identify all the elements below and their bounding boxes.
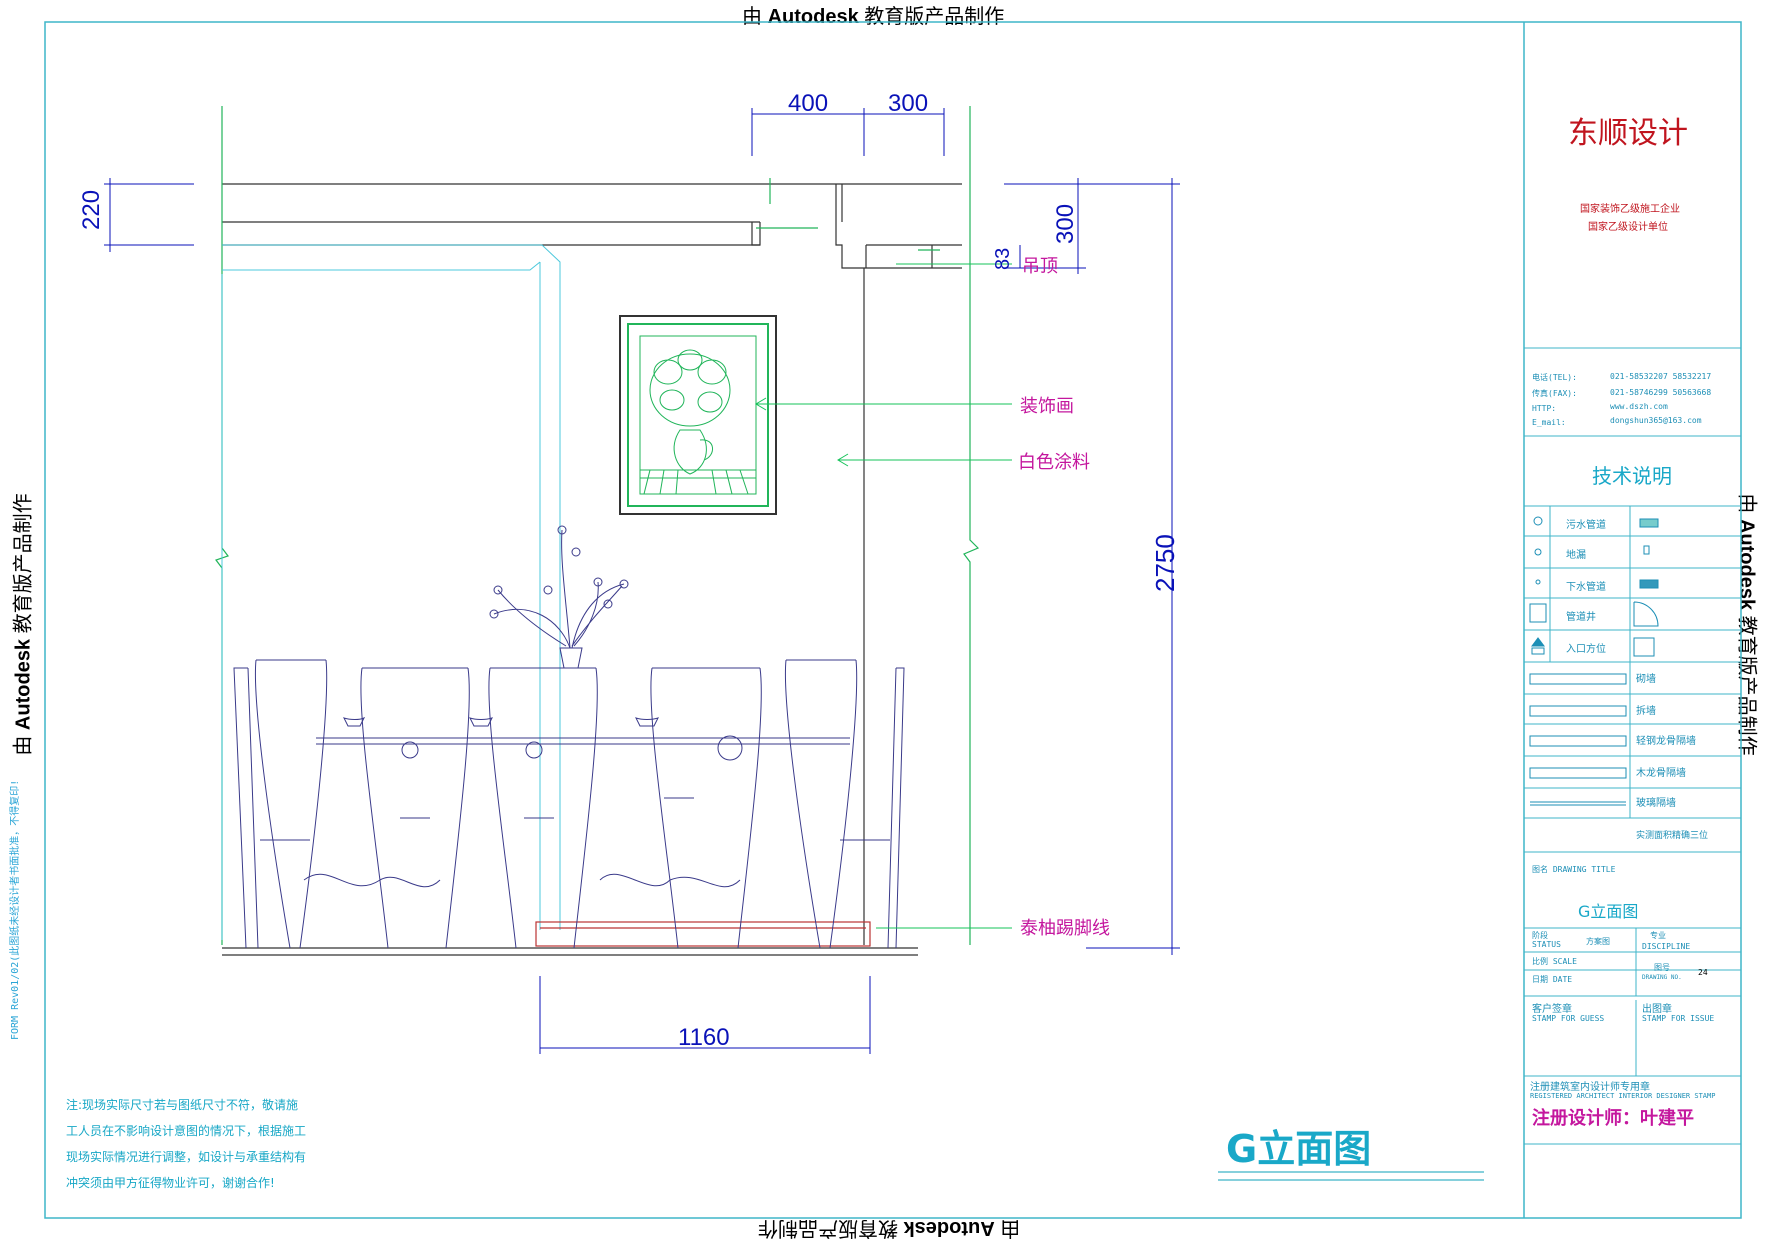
date-label: 日期 DATE <box>1532 975 1573 984</box>
dimension-2750: 2750 <box>1150 534 1180 592</box>
note-line-4: 冲突须由甲方征得物业许可，谢谢合作! <box>66 1176 275 1190</box>
contact-http-value: www.dszh.com <box>1610 402 1668 411</box>
callout-ceiling: 吊顶 <box>1022 256 1058 277</box>
legend-swatches <box>1529 516 1659 806</box>
dimension-300-top: 300 <box>888 90 929 117</box>
contact-email-label: E_mail: <box>1532 418 1566 427</box>
dimension-300-right: 300 <box>1052 203 1079 244</box>
status-label: 阶段 <box>1532 931 1548 940</box>
contact-fax-value: 021-58746299 50563668 <box>1610 388 1712 397</box>
registered-stamp-en: REGISTERED ARCHITECT INTERIOR DESIGNER S… <box>1530 1092 1716 1100</box>
callout-painting: 装饰画 <box>1020 396 1074 417</box>
drawing-name: G立面图 <box>1578 902 1639 921</box>
wall-new: 砌墙 <box>1636 674 1656 685</box>
legend-entrance: 入口方位 <box>1566 644 1606 655</box>
site-note: 注:现场实际尺寸若与图纸尺寸不符，敬请施 工人员在不影响设计意图的情况下，根据施… <box>66 1092 366 1196</box>
drawing-number: 24 <box>1698 968 1708 977</box>
client-stamp-label: 客户签章 <box>1532 1004 1572 1015</box>
scale-label: 比例 SCALE <box>1532 957 1577 966</box>
contact-tel-value: 021-58532207 58532217 <box>1610 372 1712 381</box>
wall-steel-stud: 轻钢龙骨隔墙 <box>1636 736 1696 747</box>
ceiling-beam <box>222 183 962 945</box>
dimension-83: 83 <box>992 247 1014 270</box>
contact-fax-label: 传真(FAX): <box>1532 389 1577 398</box>
qualification-2: 国家乙级设计单位 <box>1588 222 1668 233</box>
note-line-2: 工人员在不影响设计意图的情况下，根据施工 <box>66 1124 307 1138</box>
reference-lines <box>221 244 561 940</box>
wall-demolish: 拆墙 <box>1636 706 1656 717</box>
contact-http-label: HTTP: <box>1532 404 1557 413</box>
company-name: 东顺设计 <box>1568 116 1688 151</box>
legend-drain-pipe: 下水管道 <box>1566 582 1606 593</box>
issue-stamp-en: STAMP FOR ISSUE <box>1642 1014 1715 1023</box>
note-line-1: 注:现场实际尺寸若与图纸尺寸不符，敬请施 <box>66 1098 299 1112</box>
client-stamp-en: STAMP FOR GUESS <box>1532 1014 1605 1023</box>
status-en: STATUS <box>1532 940 1561 949</box>
legend-sewage: 污水管道 <box>1566 520 1606 531</box>
qualification-1: 国家装饰乙级施工企业 <box>1580 204 1680 215</box>
drawing-title: G立面图 <box>1226 1127 1372 1171</box>
status-value: 方案图 <box>1586 937 1610 946</box>
wall-glass: 玻璃隔墙 <box>1636 798 1676 809</box>
decorative-painting <box>619 315 777 515</box>
tech-notes-title: 技术说明 <box>1592 464 1672 488</box>
sheet-border <box>44 21 1742 1219</box>
callout-white-paint: 白色涂料 <box>1018 452 1090 473</box>
legend-pipe-shaft: 管道井 <box>1566 612 1596 623</box>
discipline-en: DISCIPLINE <box>1642 942 1691 951</box>
registered-stamp-label: 注册建筑室内设计师专用章 <box>1530 1082 1650 1093</box>
dimension-lines <box>104 108 1180 1054</box>
wall-wood-stud: 木龙骨隔墙 <box>1636 768 1686 779</box>
note-line-3: 现场实际情况进行调整，如设计与承重结构有 <box>66 1150 307 1164</box>
dimension-220: 220 <box>78 189 105 230</box>
legend-floor-drain: 地漏 <box>1566 550 1586 561</box>
area-note: 实测面积精确三位 <box>1636 831 1709 841</box>
copy-restriction-note: FORM Rev01/02(此图纸未经设计者书面批准，不得复印! <box>10 779 21 1040</box>
drawing-name-label: 图名 DRAWING TITLE <box>1532 865 1616 874</box>
dining-chairs <box>233 659 905 949</box>
callout-leaders <box>755 263 1012 929</box>
issue-stamp-label: 出图章 <box>1642 1004 1672 1015</box>
drawing-no-label: 图号 <box>1654 963 1670 972</box>
dimension-1160: 1160 <box>678 1024 730 1051</box>
designer-name: 注册设计师：叶建平 <box>1532 1108 1694 1129</box>
flower-vase <box>489 525 629 669</box>
dimension-400: 400 <box>788 90 829 117</box>
contact-email-value: dongshun365@163.com <box>1610 416 1702 425</box>
floor-line <box>222 921 918 956</box>
title-underline <box>1218 1171 1484 1181</box>
discipline-label: 专业 <box>1650 931 1666 940</box>
contact-tel-label: 电话(TEL): <box>1532 373 1577 382</box>
title-block-grid <box>1524 347 1741 1145</box>
drawing-no-en: DRAWING NO. <box>1642 974 1682 981</box>
skirting-board <box>535 921 871 947</box>
callout-skirting: 泰柚踢脚线 <box>1020 918 1110 939</box>
